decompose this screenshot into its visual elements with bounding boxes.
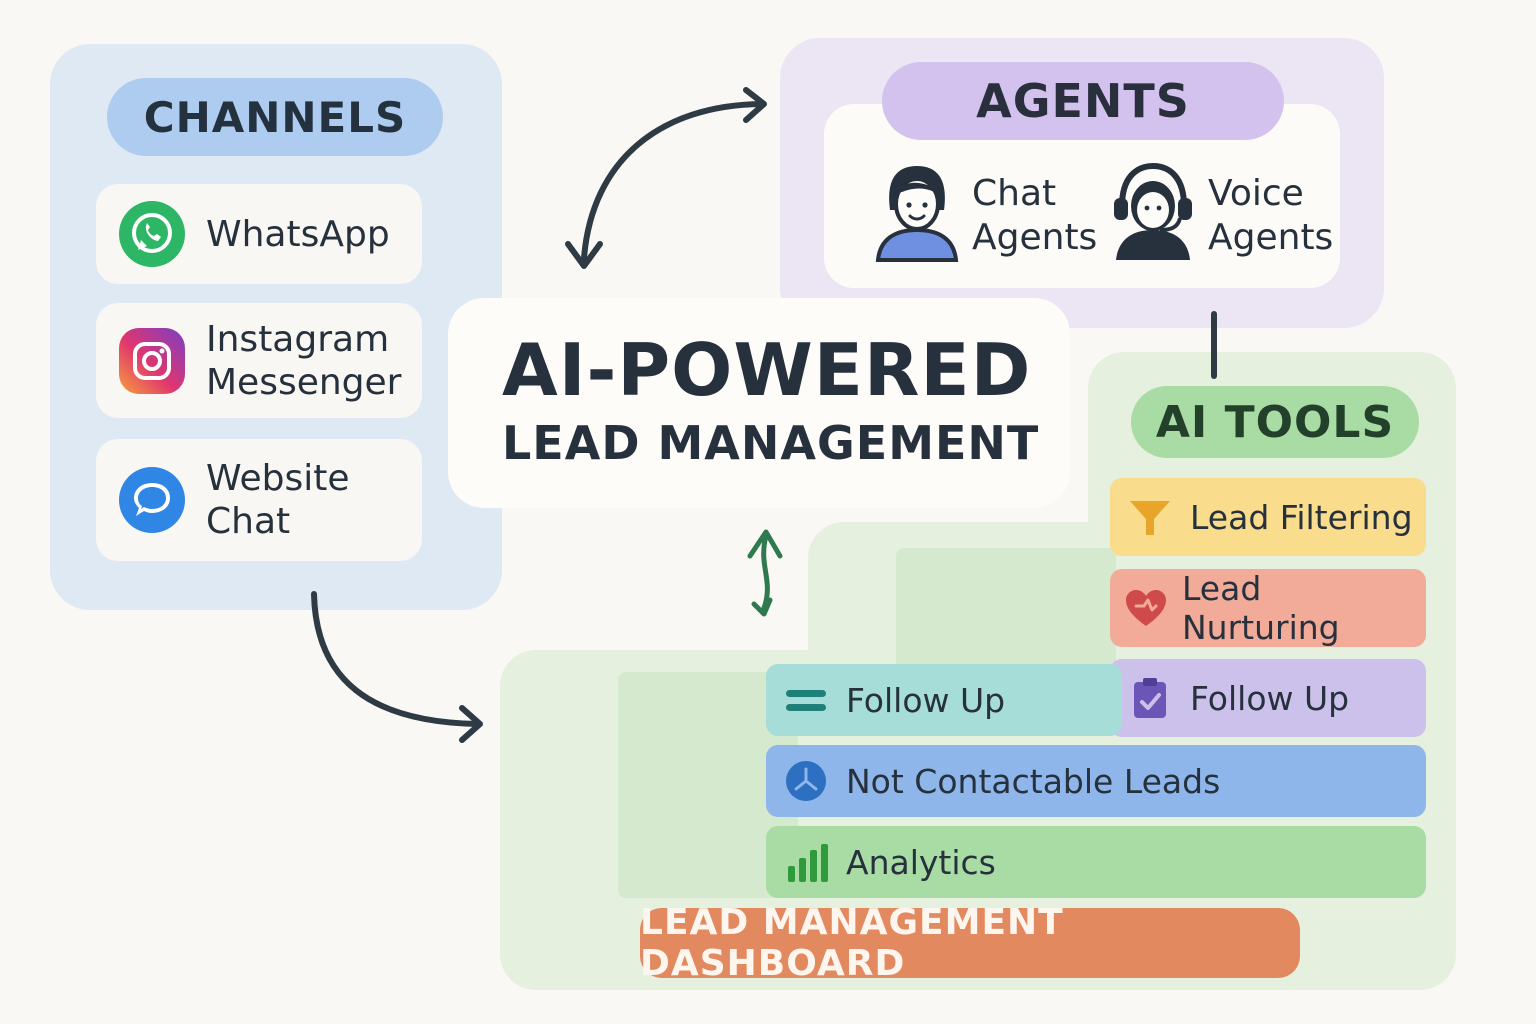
dashboard-label: Not Contactable Leads [846,761,1221,801]
arrowhead-agents [743,87,767,123]
arrow-dashboard-to-center [761,533,770,611]
channel-label-website-chat: Website Chat [206,458,350,542]
bar-chart-icon [788,844,828,882]
channel-whatsapp[interactable]: WhatsApp [96,184,422,284]
clock-icon [786,761,826,801]
dashboard-follow-up[interactable]: Follow Up [766,664,1122,736]
agent-label-chat: Chat Agents [972,173,1098,258]
chat-bubble-icon [119,467,185,533]
dashboard-not-contactable-leads[interactable]: Not Contactable Leads [766,745,1426,817]
dashboard-title: LEAD MANAGEMENT DASHBOARD [640,902,1300,984]
tool-label: Lead Filtering [1190,497,1413,537]
tool-label: Lead Nurturing [1182,569,1340,647]
dashboard-analytics[interactable]: Analytics [766,826,1426,898]
arrow-center-to-agents [581,101,765,261]
tool-follow-up[interactable]: Follow Up [1110,659,1426,737]
channel-label-instagram: Instagram Messenger [206,318,402,403]
funnel-icon [1130,501,1170,535]
tool-lead-filtering[interactable]: Lead Filtering [1110,478,1426,556]
agents-title: AGENTS [882,62,1284,140]
agent-label-voice: Voice Agents [1208,173,1334,258]
center-subtitle: LEAD MANAGEMENT [502,416,1040,470]
dashboard-label: Analytics [846,842,996,882]
heart-icon [1126,590,1166,626]
arrowhead-center-bottom [747,529,783,559]
arrowhead-dashboard [459,705,483,743]
instagram-icon [119,327,185,394]
channel-label-whatsapp: WhatsApp [206,213,390,255]
clipboard-check-icon [1134,678,1166,718]
equals-icon [786,690,826,711]
whatsapp-icon [119,201,185,267]
ai-tools-title: AI TOOLS [1131,386,1419,458]
tool-lead-nurturing[interactable]: Lead Nurturing [1110,569,1426,647]
person-icon [875,166,959,262]
arrow-tail-bottom [751,597,773,617]
channel-website-chat[interactable]: Website Chat [96,439,422,561]
tool-label: Follow Up [1190,678,1350,718]
center-card [448,298,1070,508]
channels-title: CHANNELS [107,78,443,156]
arrowhead-center-top [565,241,603,269]
headset-person-icon [1114,162,1192,260]
arrow-channels-to-dashboard [311,591,481,727]
channel-instagram[interactable]: Instagram Messenger [96,303,422,418]
center-title: AI-POWERED [502,328,1032,412]
dashboard-label: Follow Up [846,680,1006,720]
